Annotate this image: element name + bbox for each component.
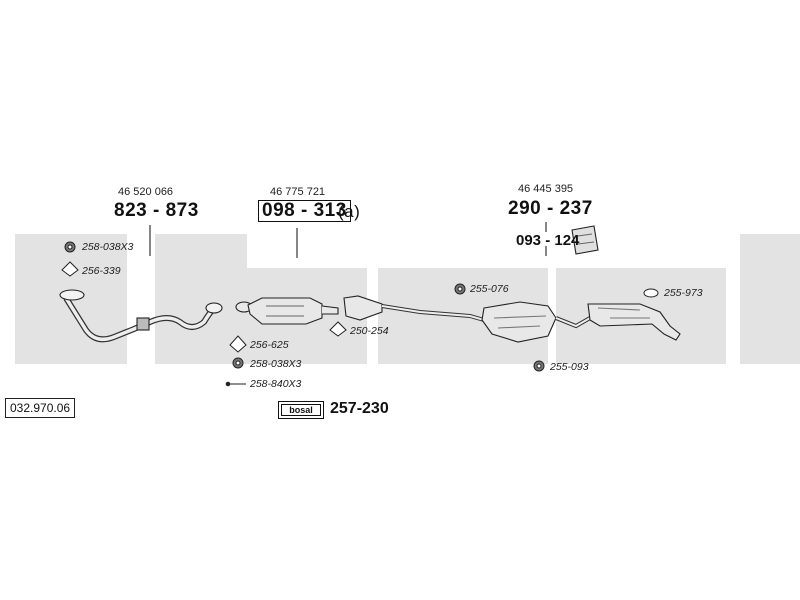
watermark-band [155, 234, 247, 364]
rear-silencer-drawing [481, 301, 681, 343]
part-label[interactable]: 255-093 [550, 361, 589, 373]
part-label[interactable]: 258-038X3 [82, 241, 134, 253]
part-label[interactable]: 258-840X3 [250, 378, 302, 390]
fitting-kit-number[interactable]: 257-230 [330, 400, 389, 417]
catalyst-number[interactable]: 098 - 313 [258, 200, 351, 222]
gasket-icon [229, 335, 247, 353]
rear-silencer-number[interactable]: 290 - 237 [508, 198, 593, 219]
part-label[interactable]: 256-625 [250, 339, 289, 351]
heat-shield-number[interactable]: 093 - 124 [516, 232, 580, 249]
rubber-ring-icon [643, 288, 659, 298]
catalyst-drawing [235, 297, 339, 325]
front-pipe-number[interactable]: 823 - 873 [114, 200, 199, 221]
gasket-icon [61, 261, 79, 277]
catalyst-suffix: (a) [338, 202, 361, 221]
part-label[interactable]: 258-038X3 [250, 358, 302, 370]
heat-shield-drawing [571, 225, 599, 255]
rear-silencer-oe: 46 445 395 [518, 183, 574, 195]
catalyst-oe: 46 775 721 [270, 186, 326, 198]
part-label[interactable]: 250-254 [350, 325, 389, 337]
front-pipe-oe: 46 520 066 [118, 186, 174, 198]
part-label[interactable]: 256-339 [82, 265, 121, 277]
diagram-code: 032.970.06 [5, 398, 76, 418]
front-pipe-drawing [59, 289, 223, 343]
bosal-logo: bosal [281, 404, 321, 416]
middle-section-drawing [343, 295, 485, 322]
fitting-kit-box: bosal [278, 401, 324, 419]
clamp-icon [329, 321, 347, 337]
part-label[interactable]: 255-076 [470, 283, 509, 295]
watermark-band [740, 234, 800, 364]
part-label[interactable]: 255-973 [664, 287, 703, 299]
small-part-icons [61, 241, 659, 387]
